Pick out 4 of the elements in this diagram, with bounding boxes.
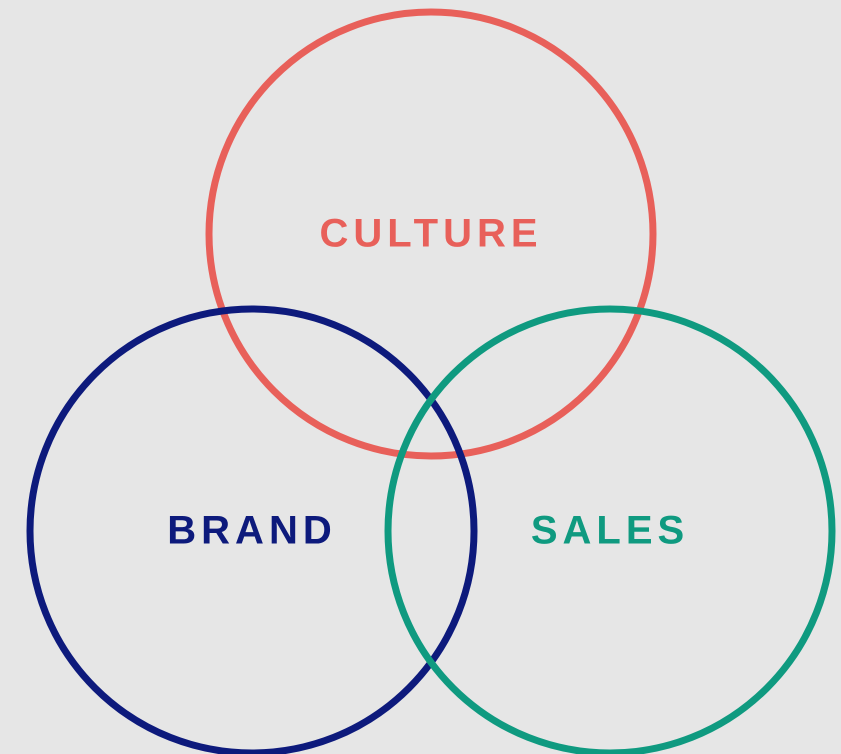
circle-label: CULTURE (319, 212, 543, 256)
venn-circle (205, 8, 657, 460)
circle-label: SALES (530, 508, 690, 554)
circle-label: BRAND (167, 508, 337, 554)
